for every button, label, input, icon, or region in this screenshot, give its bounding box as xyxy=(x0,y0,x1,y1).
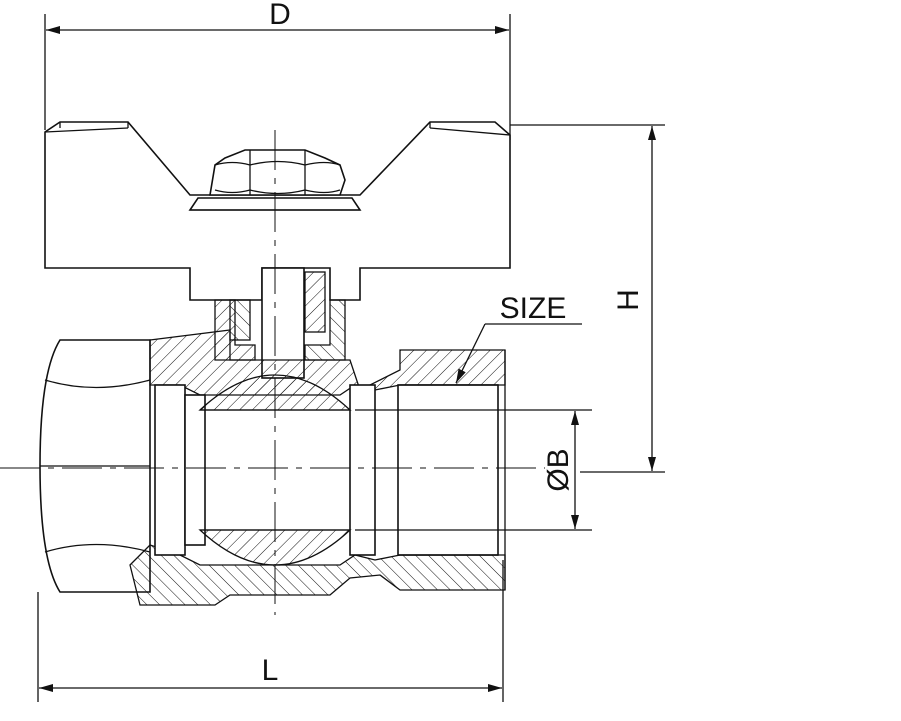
dimension-b-label: ØB xyxy=(542,448,575,491)
dimension-d: D xyxy=(44,0,511,140)
dimension-h: H xyxy=(510,124,665,473)
hex-nut xyxy=(209,149,346,196)
dimension-h-label: H xyxy=(612,289,645,311)
dimension-l: L xyxy=(37,560,504,702)
valve-body xyxy=(129,329,506,606)
dimension-d-label: D xyxy=(269,0,291,31)
dimension-b: ØB xyxy=(355,409,592,531)
dimension-l-label: L xyxy=(262,654,279,687)
size-callout: SIZE xyxy=(455,292,582,384)
size-label: SIZE xyxy=(500,292,567,325)
hex-end-left xyxy=(39,339,151,593)
